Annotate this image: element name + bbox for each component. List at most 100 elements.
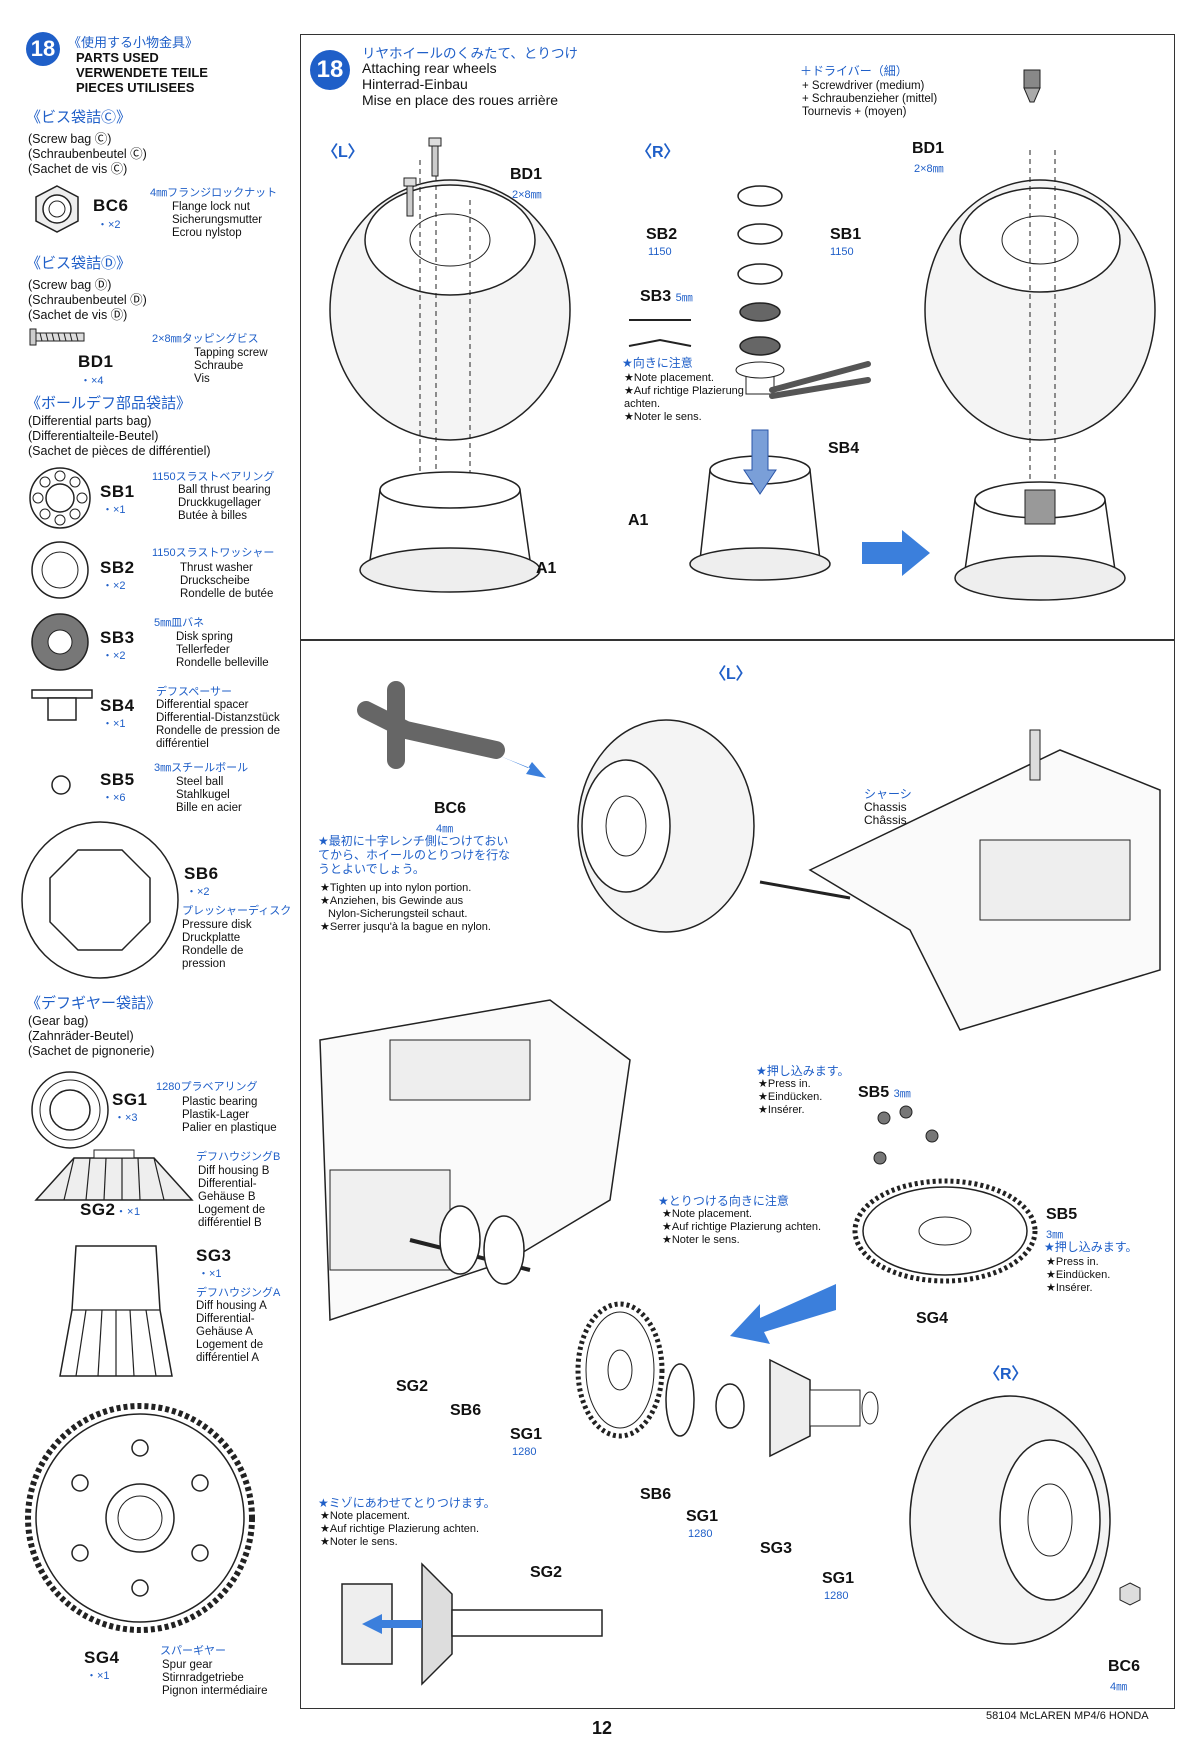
step-title-jp: リヤホイールのくみたて、とりつけ [362, 46, 578, 61]
sg3-qty: ・×1 [198, 1268, 222, 1280]
step-frame-bottom [300, 639, 1175, 1709]
disk-spring-icon [31, 613, 89, 671]
note-press-2: ★Press in.★Eindücken.★Insérer. [1046, 1256, 1111, 1294]
bc6-code: BC6 [93, 196, 129, 215]
sb3-jp: 5㎜皿バネ [154, 617, 205, 629]
label-sb5-right-size: 3㎜ [1046, 1229, 1064, 1241]
lock-nut-icon [1119, 1582, 1141, 1606]
sb4-code: SB4 [100, 696, 135, 715]
label-sb1-1150: 1150 [830, 246, 854, 258]
diff-housing-side-icon [665, 1358, 879, 1458]
sg4-jp: スパーギヤー [160, 1645, 226, 1657]
bc6-qty: ・×2 [97, 219, 121, 231]
label-right-bottom: 〈R〉 [984, 1366, 1028, 1383]
rear-wheel-left-illustration [329, 140, 571, 593]
label-sb5: SB5 3㎜ [858, 1084, 911, 1101]
sg4-qty: ・×1 [86, 1670, 110, 1682]
flange-nut-icon [35, 185, 79, 233]
bc6-jp: 4㎜フランジロックナット [150, 187, 278, 199]
sb1-qty: ・×1 [102, 504, 126, 516]
bag-diff-text: (Differential parts bag)(Differentialtei… [28, 414, 211, 458]
cross-wrench-icon [357, 681, 505, 769]
label-bc6-bottom: BC6 [1108, 1658, 1141, 1675]
pressure-disk-exploded-icon [439, 1205, 525, 1285]
arrow-right-icon [862, 530, 930, 576]
label-right: 〈R〉 [636, 144, 680, 161]
label-sg1-2: SG1 [686, 1508, 719, 1525]
sb2-jp: 1150スラストワッシャー [152, 547, 275, 559]
bd1-jp: 2×8㎜タッピングビス [152, 333, 259, 345]
bd1-qty: ・×4 [80, 375, 104, 387]
label-bd1-size: 2×8㎜ [512, 189, 542, 201]
bag-gear-jp: 《デフギヤー袋詰》 [26, 995, 162, 1012]
label-left-bottom: 〈L〉 [710, 666, 752, 683]
bag-d-text: (Screw bag Ⓓ)(Schraubenbeutel Ⓓ)(Sachet … [28, 278, 147, 322]
tool-desc: + Screwdriver (medium)+ Schraubenzieher … [802, 80, 938, 118]
diff-stack-illustration [735, 185, 785, 395]
tweezers-icon [769, 361, 871, 399]
spur-gear-icon [25, 1403, 255, 1633]
spur-gear-side-icon [575, 1301, 665, 1439]
label-sb2: SB2 [646, 226, 678, 243]
arrow-diag-icon [500, 756, 546, 778]
screwdriver-icon [1023, 69, 1041, 103]
step-badge: 18 [26, 32, 60, 66]
label-sg3: SG3 [760, 1540, 793, 1557]
label-sb3: SB3 5㎜ [640, 288, 693, 305]
label-sg1-2-1280: 1280 [688, 1528, 713, 1540]
sg3-jp: デフハウジングA [196, 1287, 281, 1299]
page-number: 12 [592, 1718, 613, 1738]
arrow-left-icon [730, 1284, 836, 1344]
label-sb5-right: SB5 [1046, 1206, 1078, 1223]
note-tighten: ★Tighten up into nylon portion.★Anziehen… [320, 882, 491, 933]
note-press-jp: ★押し込みます。 [756, 1064, 850, 1078]
note-align: ★Note placement.★Auf richtige Plazierung… [320, 1510, 480, 1548]
wheel-hub-illustration [689, 429, 831, 581]
label-sg1-3-1280: 1280 [824, 1590, 849, 1602]
label-sg2: SG2 [396, 1378, 429, 1395]
label-sg1: SG1 [510, 1426, 543, 1443]
label-a1: A1 [536, 560, 557, 577]
label-a1-right: A1 [628, 512, 649, 529]
footer-model: 58104 McLAREN MP4/6 HONDA [986, 1710, 1149, 1722]
sb3-code: SB3 [100, 628, 135, 647]
diff-chassis-illustration [319, 999, 631, 1322]
bag-d-jp: 《ビス袋詰Ⓓ》 [26, 255, 132, 272]
ball-bearing-icon [29, 467, 91, 529]
label-sg2-inset: SG2 [530, 1564, 563, 1581]
sb2-code: SB2 [100, 558, 135, 577]
diff-housing-inset-illustration [341, 1562, 603, 1686]
label-bd1: BD1 [510, 166, 543, 183]
label-bd1-right-size: 2×8㎜ [914, 163, 944, 175]
sg2-code: SG2・×1 [80, 1200, 141, 1219]
label-bd1-right: BD1 [912, 140, 945, 157]
sb6-jp: プレッシャーディスク [182, 905, 292, 917]
disk-spring-side-icon [628, 319, 692, 347]
note-press-jp-2: ★押し込みます。 [1044, 1240, 1138, 1254]
note-align-jp: ★ミゾにあわせてとりつけます。 [318, 1496, 496, 1510]
sg2-jp: デフハウジングB [196, 1151, 281, 1163]
label-sg1-1280: 1280 [512, 1446, 537, 1458]
sb2-qty: ・×2 [102, 580, 126, 592]
wheel-bottom-right-illustration [909, 1395, 1111, 1645]
tool-jp: ＋ドライバー（細） [800, 64, 908, 78]
label-sb4: SB4 [828, 440, 860, 457]
wheel-bottom-left-illustration [577, 719, 755, 933]
diff-housing-a-icon [59, 1245, 173, 1377]
label-bc6-bottom-size: 4㎜ [1110, 1681, 1128, 1693]
sg4-code: SG4 [84, 1648, 120, 1667]
bag-c-text: (Screw bag Ⓒ)(Schraubenbeutel Ⓒ)(Sachet … [28, 132, 147, 176]
sb5-qty: ・×6 [102, 792, 126, 804]
pressure-disk-icon [21, 821, 179, 979]
steel-balls-icon [873, 1105, 939, 1165]
